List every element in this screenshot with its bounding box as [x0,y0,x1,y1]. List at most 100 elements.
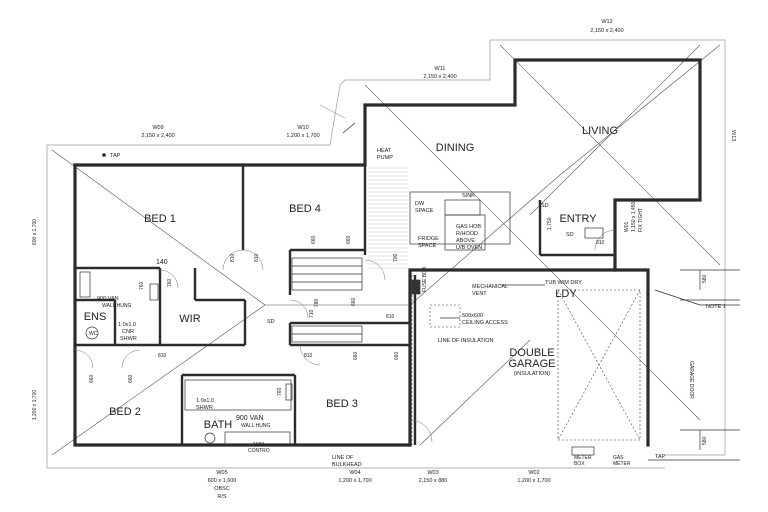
garage-door-label: GARAGE DOOR [688,361,694,399]
door-swings [74,229,616,443]
window-w05-size: 600 x 1,600 [208,478,237,484]
window-w01-size: 1,150 x 1,450 [631,201,637,232]
fixtures [79,191,604,456]
tap-top-label: TAP [110,153,121,159]
window-w02-id: W02 [528,470,539,476]
ens-vanity-label-2: WALL HUNG [102,303,131,309]
bath-shower-label: 1.0x1.0 [196,398,214,404]
dim-810-b: 810 [254,253,260,262]
room-label-dining: DINING [436,142,475,154]
room-label-bed4: BED 4 [289,203,321,215]
gas-hob-label-2: R/HOOD [456,231,478,237]
window-w12-id: W12 [601,19,612,25]
sink-label: SINK [462,193,475,199]
tap-bottom-label: TAP [655,454,666,460]
meter-box-label: METER [574,455,592,461]
window-w05-id: W05 [216,470,227,476]
window-w10-size: 1,200 x 1,700 [286,133,319,139]
gas-hob-label-3: ABOVE [456,238,475,244]
external-walls [73,58,702,447]
line-bulkhead-label: LINE OF [332,455,354,461]
dim-810-a: 810 [230,253,236,262]
bath-tub-label: 1600 [253,442,264,448]
smoke-detector-label-3: SD [541,203,549,209]
mech-vent-label-2: VENT [472,291,487,297]
roof-hip-lines [51,44,721,456]
window-w03-id: W03 [427,470,438,476]
dim-660-d: 660 [394,351,400,360]
dim-760-c: 760 [277,387,283,396]
dim-700: 700 [393,253,399,262]
bath-vanity-label: 900 VAN [236,415,264,422]
window-w12-size: 2,150 x 2,400 [590,28,623,34]
window-w11-size: 2,150 x 2,400 [423,74,456,80]
internal-walls [75,165,615,445]
fuse-box-label: FUSE BOX [422,266,428,292]
window-w01-id: W01 [624,222,630,233]
window-w04-size: 1,200 x 1,700 [338,478,371,484]
dim-810-d: 810 [304,353,313,359]
dim-660-e: 660 [89,374,95,383]
room-label-living: LIVING [582,125,618,137]
room-label-ens: ENS [84,311,107,323]
roof-outline [46,39,726,469]
line-insulation-label: LINE OF INSULATION [438,338,494,344]
bath-tub-label-2: CONTRO [248,448,270,454]
window-left-lower: 1,200 x 1,700 [32,390,38,421]
dim-760-a: 760 [139,281,145,290]
wc-label: WC [89,331,98,337]
window-w04-id: W04 [349,470,360,476]
dim-810-f: 810 [596,240,605,246]
fridge-label: FRIDGE [418,236,439,242]
window-w05-note-2: R/S [217,494,227,500]
dining-hatch [368,167,408,269]
window-w02-size: 1,200 x 1,700 [517,478,550,484]
window-w13-id: W13 [730,130,736,141]
bath-shower-label-2: SHWR [196,405,213,411]
room-label-bath: BATH [204,419,233,431]
gas-hob-label-4: U/B OVEN [456,245,482,251]
smoke-detector-label: SD [267,319,275,325]
dim-660-a: 660 [311,235,317,244]
bath-vanity-label-2: WALL HUNG [241,423,270,429]
ceiling-access-label: 500x600 [462,313,483,319]
ens-vanity-label: 900 VAN [97,296,119,302]
dim-780: 780 [314,298,320,307]
dim-710: 710 [309,309,315,318]
ceiling-access-label-2: CEILING ACCESS [462,320,508,326]
room-label-bed2: BED 2 [109,406,141,418]
room-label-ldy: LDY [555,288,577,300]
window-w09-size: 2,150 x 2,400 [141,133,174,139]
tap-top-marker [102,153,106,157]
garage-insulation-label: (INSULATION) [514,371,550,377]
window-w11-id: W11 [435,66,446,72]
dim-760-b: 760 [167,278,173,287]
gas-meter-label-2: METER [613,461,631,467]
dim-580-lower: 580 [702,436,708,445]
room-label-garage-2: GARAGE [508,358,555,370]
window-w09-id: W09 [152,125,163,131]
dim-660-g: 660 [351,297,357,306]
window-w10-id: W10 [297,125,308,131]
gas-meter-label: GAS [613,455,624,461]
dim-580-upper: 580 [702,274,708,283]
garage-ceiling-box [411,275,641,445]
window-w05-note: OBSC [214,486,230,492]
room-label-garage: DOUBLE [509,347,554,359]
ens-shower-label-3: SHWR [120,336,137,342]
dim-660-f: 660 [128,374,134,383]
line-bulkhead-label-2: BULKHEAD [332,462,362,468]
dim-660-c: 660 [353,351,359,360]
dim-660-b: 660 [346,235,352,244]
mech-vent-label: MECHANICAL [472,284,508,290]
meter-box-label-2: BOX [574,461,585,467]
room-label-entry: ENTRY [559,213,597,225]
annotation-lines [342,122,740,461]
smoke-detector-label-2: SD [566,232,574,238]
note-1-label: NOTE 1 [706,304,726,310]
ens-shower-label: 1.0x1.0 [118,322,136,328]
room-label-wir: WIR [179,313,200,325]
dim-810-e: 810 [386,314,395,320]
dw-label: DW [415,201,425,207]
